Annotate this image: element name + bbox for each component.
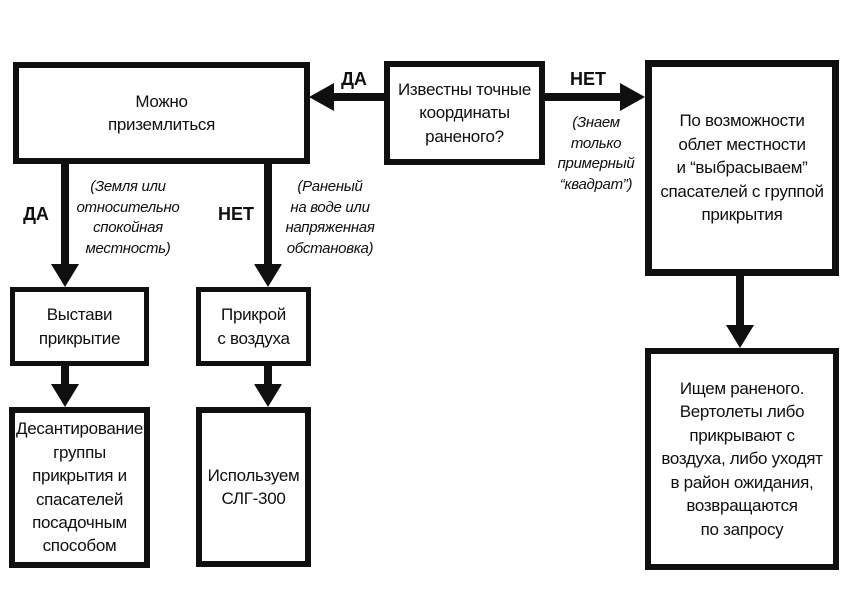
arrowhead-down-icon xyxy=(51,264,79,287)
edge-no-branch-label: НЕТ xyxy=(218,204,254,224)
note-calm-terrain: (Земля или относительно спокойная местно… xyxy=(76,178,180,258)
arrowhead-right-icon xyxy=(620,83,645,111)
arrowhead-down-icon xyxy=(254,264,282,287)
edge-yes-left-label: ДА xyxy=(341,69,367,89)
edge-yes-branch-line xyxy=(61,161,69,267)
edge-overfly-search-line xyxy=(736,273,744,328)
node-can-land: Можно приземлиться xyxy=(13,62,310,164)
arrowhead-down-icon xyxy=(254,384,282,407)
edge-no-branch-line xyxy=(264,161,272,267)
edge-yes-branch-label: ДА xyxy=(23,204,49,224)
edge-setcover-landing-line xyxy=(61,363,69,387)
node-search-wounded: Ищем раненого. Вертолеты либо прикрывают… xyxy=(645,348,839,570)
edge-yes-left-line xyxy=(332,93,385,101)
arrowhead-down-icon xyxy=(726,325,754,348)
note-wounded-on-water: (Раненый на воде или напряженная обстано… xyxy=(285,178,375,258)
edge-no-right-line xyxy=(545,93,623,101)
note-approximate-square: (Знаем только примерный “квадрат”) xyxy=(557,114,635,194)
node-question-coordinates: Известны точные координаты раненого? xyxy=(384,61,545,165)
edge-coverair-slg-line xyxy=(264,363,272,387)
arrowhead-left-icon xyxy=(309,83,334,111)
node-landing-method: Десантирование группы прикрытия и спасат… xyxy=(9,407,150,568)
arrowhead-down-icon xyxy=(51,384,79,407)
node-use-slg-300: Используем СЛГ-300 xyxy=(196,407,311,567)
edge-no-right-label: НЕТ xyxy=(570,69,606,89)
node-overfly-drop-rescuers: По возможности облет местности и “выбрас… xyxy=(645,60,839,276)
node-set-cover: Выстави прикрытие xyxy=(10,287,149,366)
node-cover-from-air: Прикрой с воздуха xyxy=(196,287,311,366)
